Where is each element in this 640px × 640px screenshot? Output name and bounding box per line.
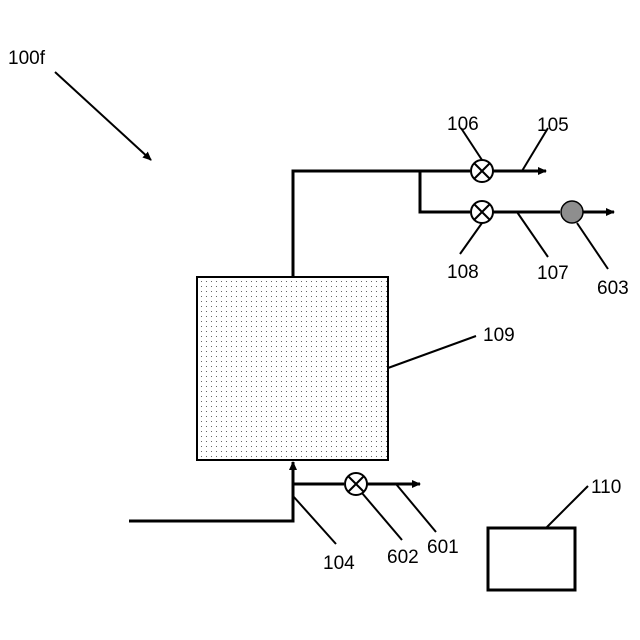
label-602: 602 bbox=[387, 547, 419, 568]
label-603: 603 bbox=[597, 278, 629, 299]
top-outlet-pipe bbox=[293, 171, 470, 277]
inlet-pipe bbox=[129, 462, 293, 521]
controller-box bbox=[488, 528, 575, 590]
label-107: 107 bbox=[537, 263, 569, 284]
figure-ref-arrow bbox=[55, 72, 151, 160]
label-106: 106 bbox=[447, 114, 479, 135]
branch-pipe bbox=[420, 171, 470, 212]
label-105: 105 bbox=[537, 115, 569, 136]
label-108: 108 bbox=[447, 262, 479, 283]
valve-upper bbox=[471, 160, 493, 182]
leader-104 bbox=[293, 496, 336, 544]
leader-110 bbox=[546, 486, 588, 528]
leader-109 bbox=[388, 336, 476, 368]
leader-603 bbox=[577, 223, 608, 269]
leader-601 bbox=[396, 484, 436, 532]
valve-lower bbox=[471, 201, 493, 223]
label-601: 601 bbox=[427, 537, 459, 558]
label-110: 110 bbox=[591, 477, 621, 498]
label-109: 109 bbox=[483, 325, 515, 346]
leader-602 bbox=[362, 493, 402, 540]
label-104: 104 bbox=[323, 553, 355, 574]
sensor bbox=[561, 201, 583, 223]
valve-inlet bbox=[345, 473, 367, 495]
leader-108 bbox=[460, 223, 482, 254]
figure-ref-label: 100f bbox=[8, 48, 46, 69]
vessel bbox=[197, 277, 388, 460]
leader-107 bbox=[517, 212, 548, 257]
